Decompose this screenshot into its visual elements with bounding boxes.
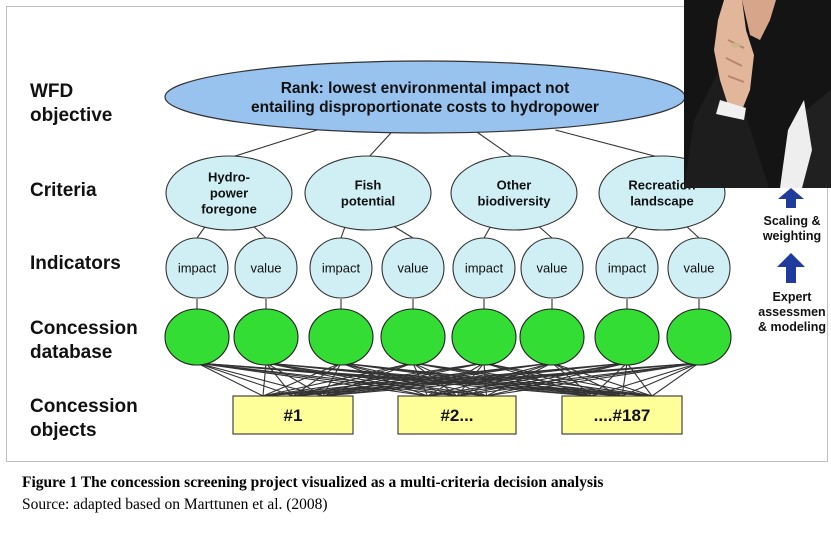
edge-database-object — [265, 362, 428, 397]
database-node — [451, 308, 517, 366]
criteria-node — [165, 155, 293, 231]
indicator-node-text: impact — [322, 261, 361, 276]
concession-object-label: #2... — [440, 406, 473, 425]
row-label-indicators: Indicators — [30, 253, 121, 274]
edge-database-object — [262, 362, 342, 397]
objective-node — [164, 60, 686, 134]
edge-top-criteria — [473, 129, 515, 159]
concession-object-label: #1 — [284, 406, 303, 425]
criteria-node-text: Hydro- — [208, 170, 250, 185]
concession-object-box — [397, 395, 517, 435]
database-node — [233, 308, 299, 366]
edge-database-object — [262, 362, 485, 397]
indicator-node-text: impact — [465, 261, 504, 276]
indicator-node — [234, 237, 298, 299]
indicator-node-text: impact — [178, 261, 217, 276]
up-arrow-icon — [778, 188, 804, 208]
indicator-node — [381, 237, 445, 299]
concession-object-box — [561, 395, 683, 435]
database-node — [666, 308, 732, 366]
edge-database-object — [591, 362, 700, 397]
concession-object-label: ....#187 — [594, 406, 651, 425]
database-node — [380, 308, 446, 366]
indicator-node — [520, 237, 584, 299]
database-node — [594, 308, 660, 366]
edge-database-object — [340, 362, 593, 397]
edge-database-object — [262, 362, 267, 397]
edge-top-criteria — [367, 129, 395, 159]
criteria-node-text: biodiversity — [478, 194, 552, 209]
indicator-node — [309, 237, 373, 299]
database-node — [519, 308, 585, 366]
indicator-node-text: value — [536, 261, 567, 276]
edge-database-object — [262, 362, 553, 397]
objective-node-text: Rank: lowest environmental impact not — [281, 80, 570, 97]
edge-database-object — [456, 362, 628, 397]
criteria-node-text: Recreation — [628, 178, 695, 193]
edge-database-object — [551, 362, 593, 397]
edge-top-criteria — [228, 129, 318, 159]
database-node — [164, 308, 230, 366]
edge-database-object — [262, 362, 414, 397]
edge-database-object — [456, 362, 700, 397]
nodes-layer: Rank: lowest environmental impact not ent… — [164, 60, 732, 435]
indicator-node — [667, 237, 731, 299]
edge-database-object — [340, 362, 428, 397]
objective-node-text: entailing disproportionate costs to hydr… — [251, 99, 599, 116]
up-arrow-icon-2 — [777, 253, 805, 283]
edge-top-criteria — [555, 129, 663, 159]
scaling-weighting-note: Scaling &weighting — [762, 214, 822, 243]
criteria-node — [304, 155, 432, 231]
indicator-node — [452, 237, 516, 299]
edge-database-object — [427, 362, 700, 397]
criteria-node-text: foregone — [201, 202, 257, 217]
caption-source: Source: adapted based on Marttunen et al… — [22, 496, 328, 513]
caption-title: Figure 1 The concession screening projec… — [22, 474, 604, 491]
edge-database-object — [621, 362, 700, 397]
edge-database-object — [486, 362, 700, 397]
edge-database-object — [427, 362, 628, 397]
criteria-node-text: power — [210, 186, 248, 201]
indicator-node — [165, 237, 229, 299]
criteria-node-text: Other — [497, 178, 532, 193]
edge-database-object — [322, 362, 700, 397]
figure-caption: Figure 1 The concession screening projec… — [22, 474, 822, 514]
concession-object-box — [232, 395, 354, 435]
criteria-node-text: landscape — [630, 194, 694, 209]
presenter-illustration — [684, 0, 831, 188]
edge-database-object — [486, 362, 628, 397]
indicator-node-text: value — [683, 261, 714, 276]
indicator-node-text: value — [397, 261, 428, 276]
edge-database-object — [196, 362, 264, 397]
criteria-node — [450, 155, 578, 231]
indicator-node-text: value — [250, 261, 281, 276]
presenter-photo — [684, 0, 831, 188]
criteria-node-text: potential — [341, 194, 395, 209]
database-node — [308, 308, 374, 366]
indicator-node-text: impact — [608, 261, 647, 276]
indicator-node — [595, 237, 659, 299]
row-label-criteria: Criteria — [30, 180, 97, 201]
criteria-node-text: Fish — [355, 178, 382, 193]
edge-database-object — [651, 362, 700, 397]
